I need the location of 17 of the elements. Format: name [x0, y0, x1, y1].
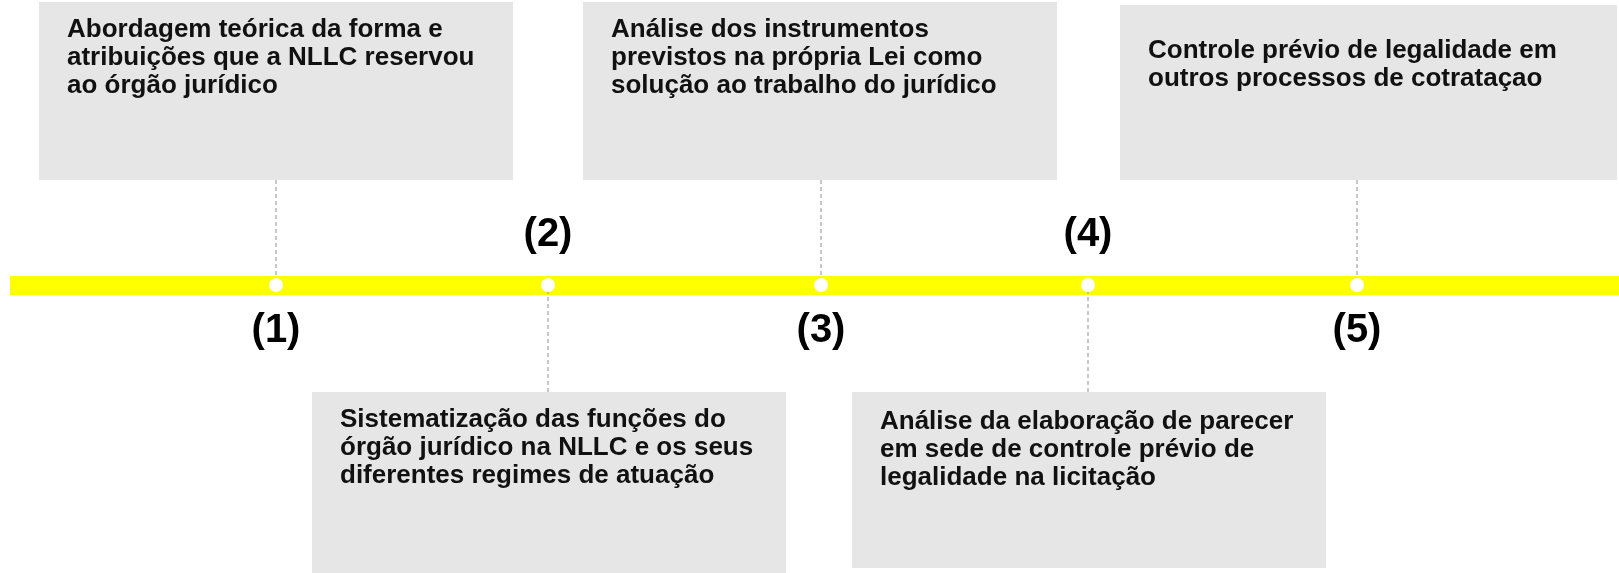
leader-line: [1087, 291, 1089, 393]
step-number: (2): [523, 210, 573, 255]
box-text: Análise dos instrumentos previstos na própria Lei como solução ao trabalho do jurídico: [611, 14, 998, 98]
box-text: Abordagem teórica da forma e atribuições que a NLLC reservou ao órgão jurídico: [67, 14, 476, 98]
step-number: (1): [251, 306, 301, 351]
step-number: (5): [1332, 306, 1382, 351]
leader-line: [547, 291, 549, 393]
text-box: [583, 2, 1057, 180]
step-number: (4): [1063, 210, 1113, 255]
step-number: (3): [796, 306, 846, 351]
text-box: [852, 392, 1326, 568]
box-text: Controle prévio de legalidade em outros processos de cotrataçao: [1148, 35, 1558, 91]
text-box: [1120, 5, 1617, 180]
text-box: [312, 392, 786, 573]
box-text: Sistematização das funções do órgão jurídico na NLLC e os seus diferentes regimes de atuação: [340, 404, 755, 488]
box-text: Análise da elaboração de parecer em sede de controle prévio de legalidade na licitação: [880, 406, 1295, 490]
text-box: [39, 2, 513, 180]
